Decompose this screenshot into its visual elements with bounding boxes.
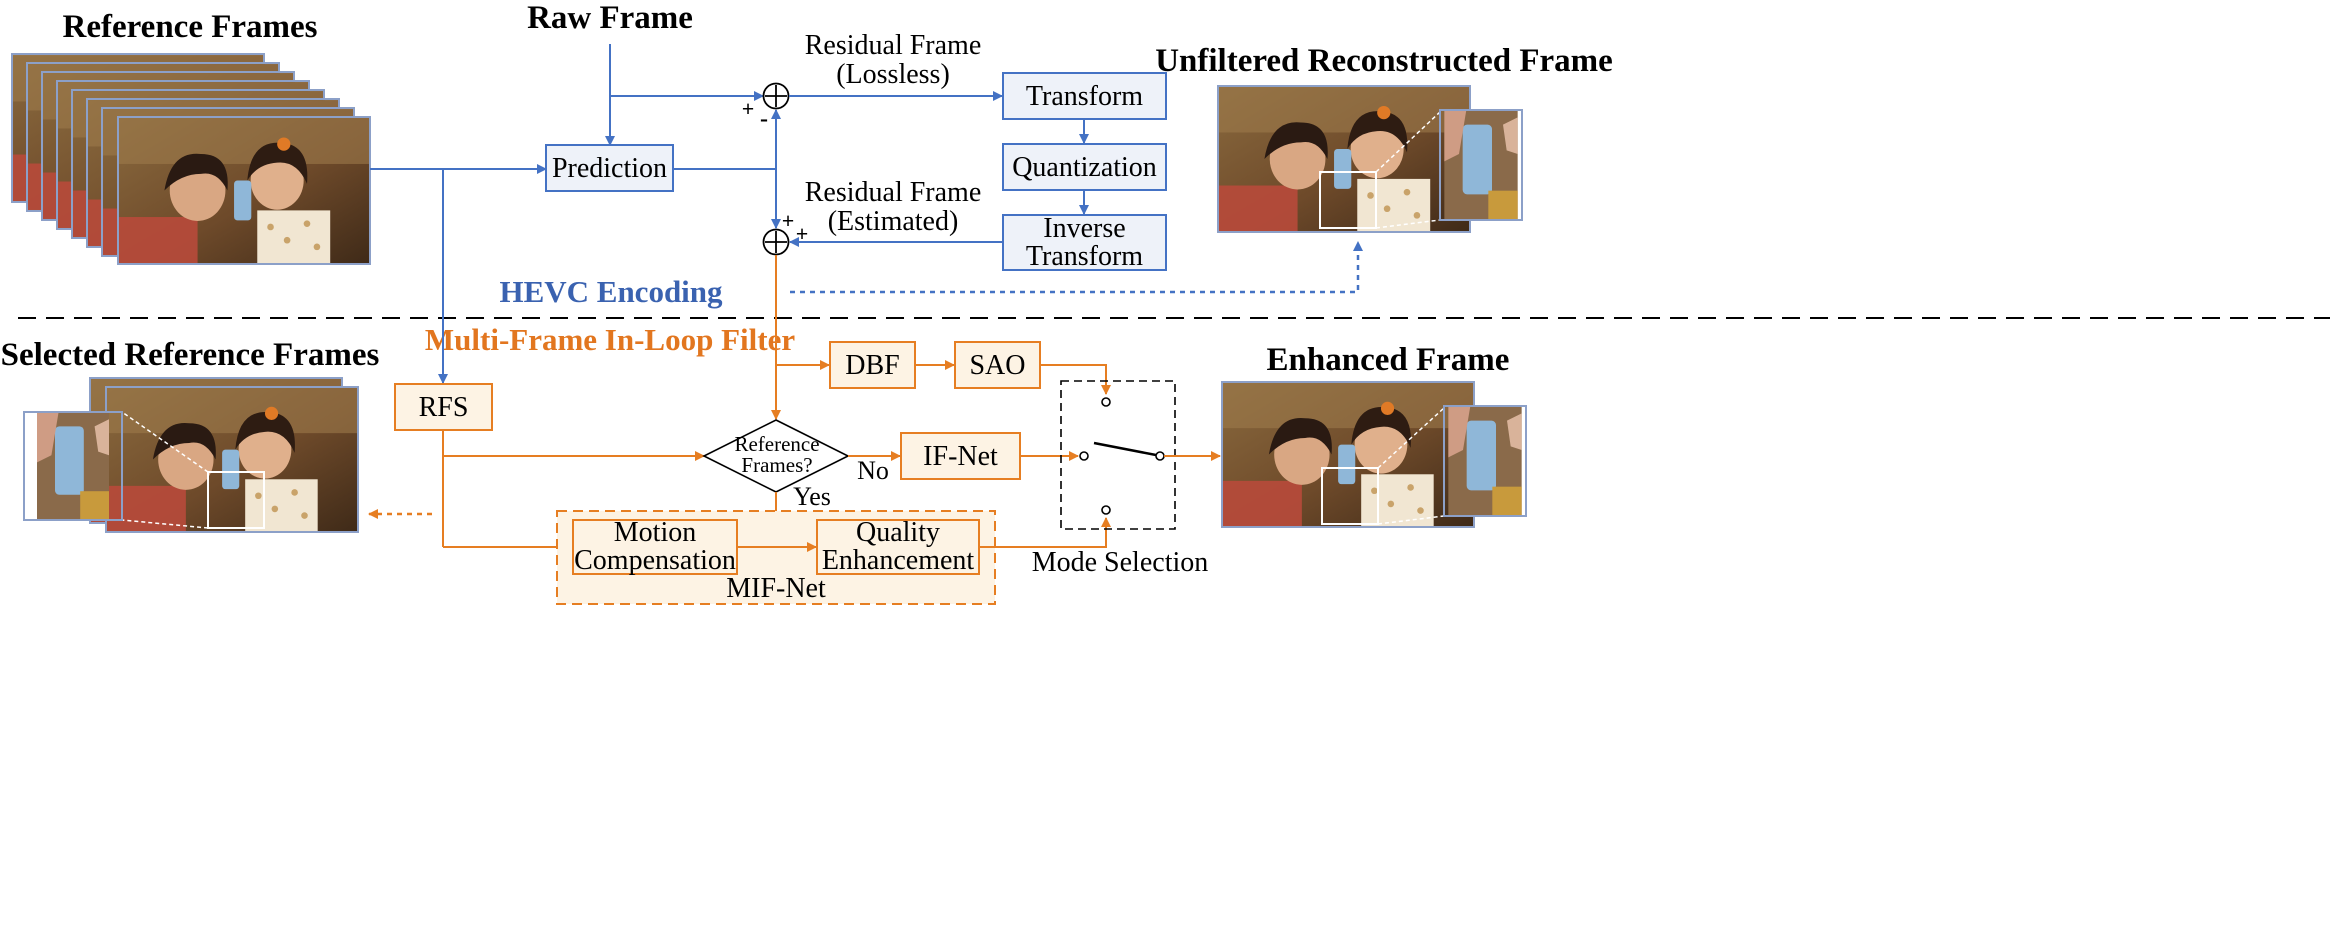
subtractor-plus-sign: + xyxy=(742,96,755,121)
unfiltered-zoom-inset xyxy=(1439,109,1523,221)
motion-compensation-box: Motion Compensation xyxy=(572,517,738,576)
residual-lossless-line2: (Lossless) xyxy=(836,59,950,90)
switch-contact-sao xyxy=(1101,397,1111,407)
quantization-box: Quantization xyxy=(1002,143,1167,191)
adder-node xyxy=(762,228,790,256)
switch-output-contact xyxy=(1155,451,1165,461)
switch-lever xyxy=(1093,441,1157,457)
motion-compensation-line1: Motion xyxy=(614,517,696,548)
quality-enhancement-line1: Quality xyxy=(856,517,940,548)
enhanced-frame-title: Enhanced Frame xyxy=(1267,342,1510,378)
quality-to-switch-arrow xyxy=(979,517,1111,548)
sao-to-switch-arrow xyxy=(1040,364,1111,395)
quantization-label: Quantization xyxy=(1012,152,1157,183)
switch-contact-ifnet xyxy=(1079,451,1089,461)
subtractor-node xyxy=(762,82,790,110)
unfiltered-frame-image xyxy=(1217,85,1471,233)
reference-frame-front xyxy=(117,116,371,265)
multi-frame-filter-label: Multi-Frame In-Loop Filter xyxy=(425,322,795,357)
residual-estimated-line2: (Estimated) xyxy=(828,206,959,237)
switch-contact-mifnet xyxy=(1101,505,1111,515)
mif-net-label: MIF-Net xyxy=(726,573,826,604)
transform-box: Transform xyxy=(1002,72,1167,120)
sao-label: SAO xyxy=(969,350,1025,381)
enhanced-frame-image xyxy=(1221,381,1475,528)
inverse-transform-box: Inverse Transform xyxy=(1002,213,1167,272)
if-net-box: IF-Net xyxy=(900,432,1021,480)
subtractor-minus-sign: - xyxy=(760,106,768,132)
decision-line2: Frames? xyxy=(741,453,812,477)
mode-selection-label: Mode Selection xyxy=(1032,547,1209,578)
inverse-transform-line2: Transform xyxy=(1026,241,1143,272)
if-net-label: IF-Net xyxy=(923,441,998,472)
quality-enhancement-box: Quality Enhancement xyxy=(816,517,980,576)
prediction-label: Prediction xyxy=(552,153,667,184)
adder-plus-top: + xyxy=(782,208,795,233)
residual-estimated-line1: Residual Frame xyxy=(805,177,982,208)
reference-frames-stack xyxy=(11,53,371,265)
decision-line1: Reference xyxy=(734,432,819,456)
dbf-box: DBF xyxy=(829,341,916,389)
rfs-box: RFS xyxy=(394,383,493,431)
adder-plus-right: + xyxy=(796,221,809,246)
rfs-label: RFS xyxy=(419,392,469,423)
sao-box: SAO xyxy=(954,341,1041,389)
reference-frames-decision: Reference Frames? xyxy=(702,419,850,493)
selected-reference-frames-title: Selected Reference Frames xyxy=(1,337,380,373)
hevc-to-unfiltered-dotted-arrow xyxy=(790,241,1363,294)
quality-enhancement-line2: Enhancement xyxy=(822,545,975,576)
selected-zoom-inset xyxy=(23,411,123,521)
no-label: No xyxy=(857,456,889,485)
selected-frames-stack xyxy=(89,377,359,533)
reference-frames-title: Reference Frames xyxy=(63,9,318,45)
hevc-encoding-label: HEVC Encoding xyxy=(499,274,723,309)
dbf-label: DBF xyxy=(845,350,899,381)
residual-lossless-line1: Residual Frame xyxy=(805,30,982,61)
unfiltered-reconstructed-title: Unfiltered Reconstructed Frame xyxy=(1155,43,1613,79)
motion-compensation-line2: Compensation xyxy=(574,545,736,576)
inverse-transform-line1: Inverse xyxy=(1043,213,1125,244)
selected-frame-front xyxy=(105,386,359,533)
prediction-box: Prediction xyxy=(545,144,674,192)
yes-label: Yes xyxy=(793,482,831,511)
transform-label: Transform xyxy=(1026,81,1143,112)
enhanced-zoom-inset xyxy=(1443,405,1527,517)
raw-frame-title: Raw Frame xyxy=(527,0,693,36)
